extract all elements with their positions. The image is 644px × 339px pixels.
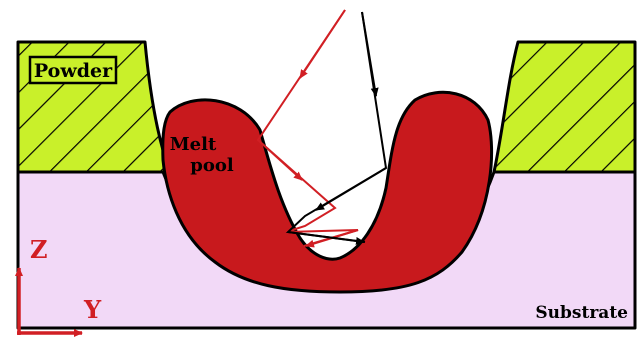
z-axis-label: Z	[30, 235, 48, 264]
black-laser-ray	[288, 12, 386, 242]
powder-region-right	[494, 42, 635, 172]
red-ray-arrow-1	[300, 10, 345, 78]
substrate-label: Substrate	[535, 303, 628, 323]
melt-pool-label-line2: pool	[190, 155, 234, 176]
y-axis-label: Y	[83, 295, 102, 324]
powder-label: Powder	[34, 60, 113, 82]
black-ray-arrow-1	[362, 12, 376, 96]
black-ray-arrow-2	[316, 168, 386, 210]
melt-pool-label-line1: Melt	[170, 134, 217, 155]
